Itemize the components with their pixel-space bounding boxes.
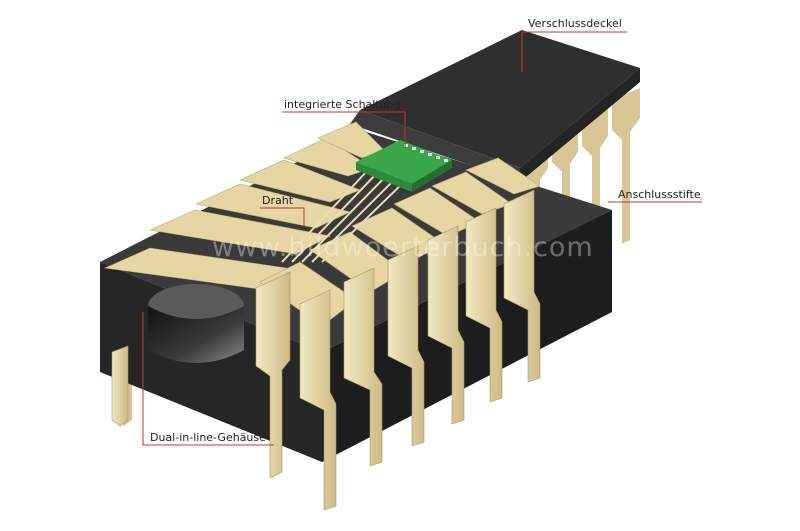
label-pins: Anschlussstifte bbox=[618, 188, 701, 201]
leader-lines bbox=[142, 31, 702, 446]
label-chip: integrierte Schaltung bbox=[284, 98, 401, 111]
left-pin bbox=[111, 345, 129, 427]
package-notch bbox=[148, 284, 244, 363]
cover-lid bbox=[350, 30, 640, 182]
front-pins bbox=[255, 189, 541, 511]
watermark-text: www.bildwoerterbuch.com bbox=[212, 232, 594, 263]
ic-chip bbox=[356, 140, 452, 192]
label-package: Dual-in-line-Gehäuse bbox=[150, 431, 266, 444]
bond-wires bbox=[281, 169, 409, 263]
label-cover: Verschlussdeckel bbox=[528, 17, 622, 30]
top-leads-left bbox=[103, 121, 385, 291]
label-wire: Draht bbox=[262, 194, 294, 207]
